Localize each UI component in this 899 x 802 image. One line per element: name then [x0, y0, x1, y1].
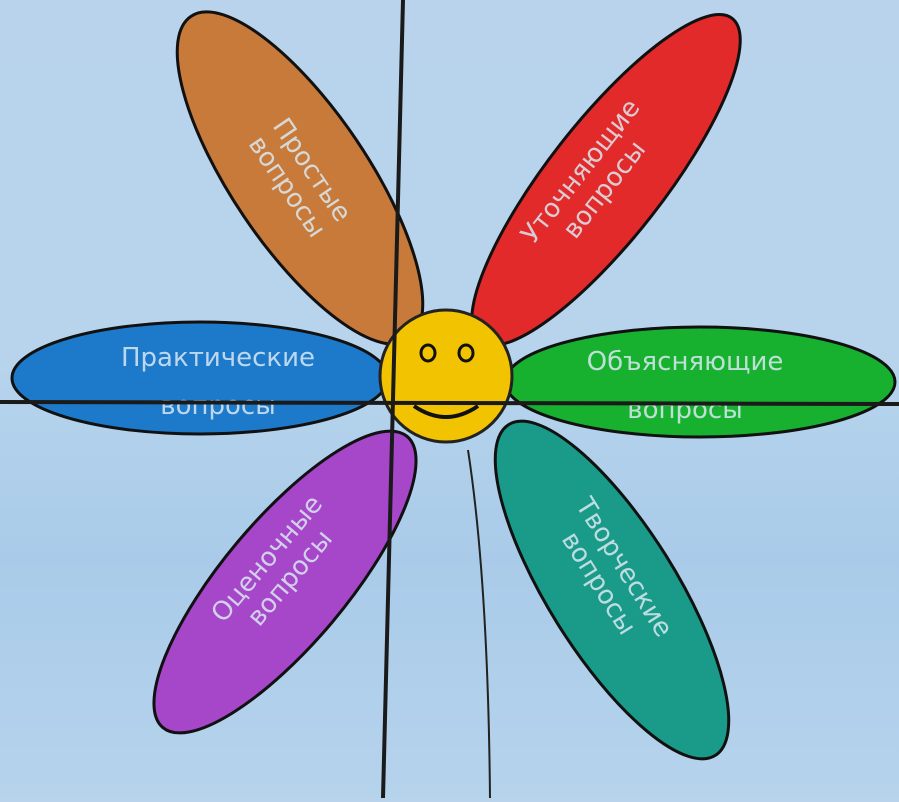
horizontal-axis-line [0, 400, 899, 406]
petal-prakticheskie-line2: вопросы [160, 391, 275, 421]
smiley-mouth [412, 404, 480, 419]
smiley-left-eye [419, 343, 437, 363]
smiley-face-icon [378, 308, 514, 444]
vertical-axis-line [381, 0, 405, 799]
petal-obyasnyayushchie-line1: Объясняющие [587, 347, 784, 377]
smiley-right-eye [457, 343, 475, 363]
petal-utochnyayushchie: Уточняющие вопросы [470, 13, 742, 347]
petal-prostye: Простые вопросы [175, 10, 425, 346]
smiley-head [378, 308, 514, 444]
petal-otsenochnye-shape [152, 429, 418, 735]
petal-tvorcheskie: Творческие вопросы [493, 419, 731, 761]
petal-prakticheskie: Практические вопросы [10, 320, 390, 436]
flower-stem [467, 449, 491, 799]
petal-otsenochnye: Оценочные вопросы [152, 429, 418, 735]
petal-tvorcheskie-shape [493, 419, 731, 761]
petal-obyasnyayushchie-line2: вопросы [627, 395, 742, 425]
petal-prakticheskie-line1: Практические [121, 343, 315, 373]
petal-obyasnyayushchie: Объясняющие вопросы [503, 325, 897, 439]
